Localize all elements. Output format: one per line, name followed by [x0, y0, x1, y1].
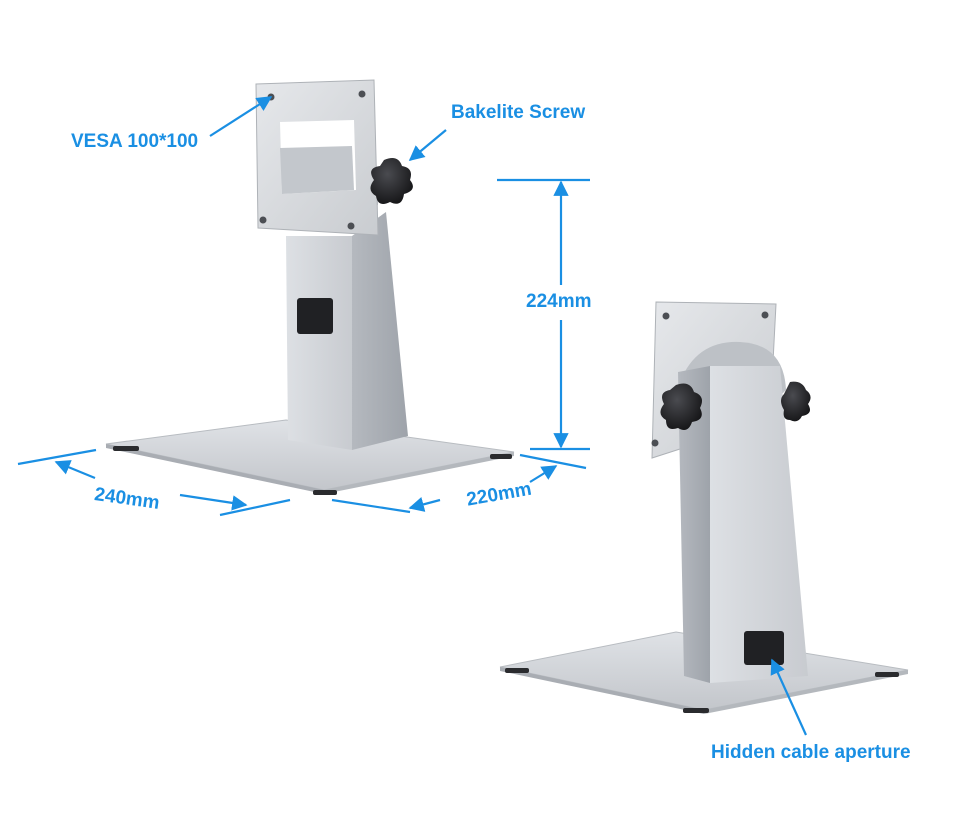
bakelite-screw-knob-right: [781, 381, 811, 422]
width-extension-right: [219, 498, 291, 517]
width-arrow-right: [179, 493, 248, 511]
stand-front-view: [105, 79, 515, 495]
bakelite-screw-knob-left: [660, 383, 702, 430]
cable-label: Hidden cable aperture: [711, 742, 911, 763]
screw-label: Bakelite Screw: [451, 102, 586, 123]
screw-pointer-arrow: [408, 129, 447, 161]
cable-aperture-front: [297, 298, 333, 334]
cable-pointer-arrow: [770, 658, 808, 736]
stand-rear-view: [499, 301, 909, 714]
bakelite-screw-knob: [370, 158, 413, 204]
depth-arrow-right: [529, 465, 558, 483]
vesa-label: VESA 100*100: [71, 131, 199, 152]
vesa-pointer-arrow: [209, 96, 273, 137]
width-extension-left: [17, 448, 97, 466]
height-label: 224mm: [526, 291, 592, 312]
column-rear: [710, 366, 808, 683]
annotations: [17, 96, 808, 736]
depth-extension-left: [331, 498, 411, 514]
depth-arrow-left: [408, 496, 441, 512]
column: [286, 236, 352, 450]
vesa-plate: [255, 79, 379, 236]
width-arrow-left: [54, 460, 96, 480]
depth-extension-right: [519, 453, 587, 470]
cable-aperture-rear: [744, 631, 784, 665]
